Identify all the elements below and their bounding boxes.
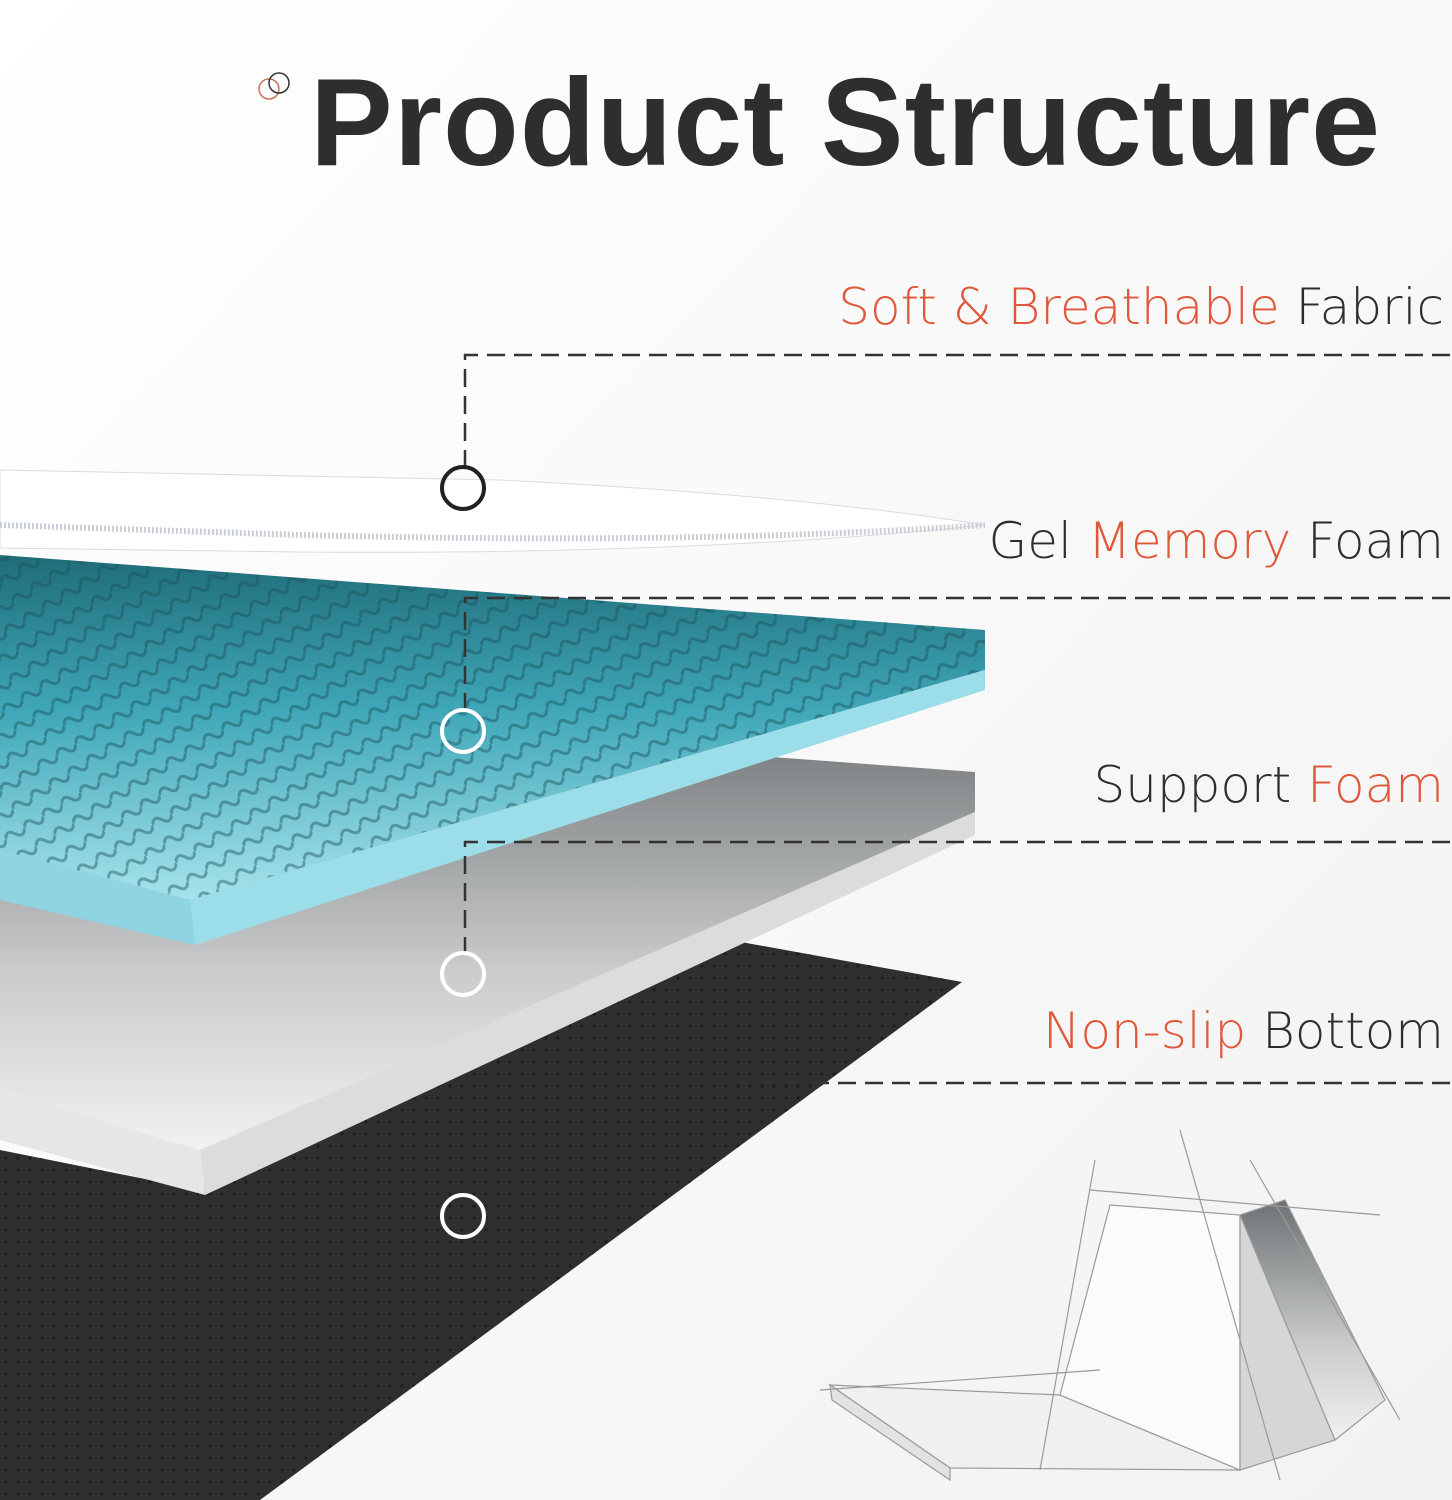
layer-label-non-slip-bottom: Non-slip Bottom <box>1043 1002 1444 1060</box>
marker-circle-support <box>440 951 486 997</box>
logo-ring-icon <box>258 78 280 100</box>
label-text: Bottom <box>1246 1002 1444 1060</box>
label-accent: Memory <box>1087 512 1292 570</box>
layer-label-fabric: Soft & Breathable Fabric <box>838 278 1444 336</box>
gel-memory-foam-layer <box>0 555 985 945</box>
non-slip-bottom-layer <box>0 940 962 1500</box>
leader-lines <box>463 353 1450 1085</box>
marker-circle-fabric <box>440 465 486 511</box>
label-accent: Non-slip <box>1042 1002 1247 1060</box>
layer-label-support-foam: Support Foam <box>1094 756 1444 814</box>
label-text: Support <box>1093 756 1308 814</box>
page-title: Product Structure <box>310 54 1382 192</box>
marker-circle-gel <box>440 708 486 754</box>
layer-label-gel-memory-foam: Gel Memory Foam <box>989 512 1444 570</box>
folded-mattress-sketch <box>819 1129 1401 1482</box>
logo-ring-icon <box>268 72 290 94</box>
label-text: Foam <box>1291 512 1444 570</box>
label-accent: Soft & Breathable <box>838 278 1280 336</box>
fabric-layer <box>0 469 986 553</box>
label-accent: Foam <box>1307 756 1444 814</box>
label-text: Gel <box>988 512 1088 570</box>
label-text: Fabric <box>1279 278 1445 336</box>
marker-circle-bottom <box>440 1193 486 1239</box>
